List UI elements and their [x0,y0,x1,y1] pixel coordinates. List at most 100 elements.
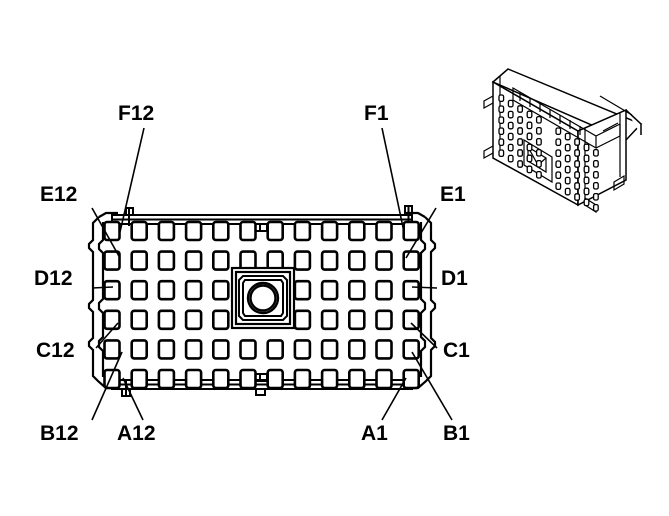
iso-cavity-0-1-3 [526,121,533,130]
iso-cavity-1-2-4 [592,170,599,179]
iso-cavity-0-4-2 [517,149,524,157]
pin-cavity-D8 [212,279,230,301]
pin-label-B12: B12 [40,422,79,445]
pin-cavity-C11 [130,309,148,331]
iso-cavity-1-1-0 [555,138,562,147]
leader-line-B12 [91,351,123,421]
iso-cavity-0-4-3 [526,154,533,163]
iso-cavity-0-0-1 [507,99,514,108]
pin-cavity-B9 [184,339,203,360]
pin-cavity-D1 [402,279,421,301]
pin-cavity-F12 [103,220,121,242]
pin-cavity-C3 [347,309,366,331]
pin-cavity-C8 [212,309,230,331]
pin-label-F1: F1 [364,102,389,125]
leader-line-D12 [91,286,114,289]
pin-cavity-F3 [347,220,366,242]
pin-cavity-D3 [347,279,366,301]
pin-cavity-F9 [184,220,203,242]
iso-cavity-1-0-1 [564,132,571,141]
pin-cavity-D9 [184,279,203,301]
iso-cavity-1-0-4 [592,148,599,157]
iso-cavity-1-4-2 [574,182,581,190]
iso-cavity-0-2-1 [507,121,514,130]
leader-line-B1 [411,351,453,421]
pin-cavity-B11 [130,339,148,360]
pin-cavity-F8 [212,220,230,242]
pin-label-A12: A12 [117,422,156,445]
leader-line-D1 [411,286,438,289]
pin-cavity-B10 [157,339,176,360]
iso-cavity-1-0-0 [555,127,562,136]
iso-cavity-0-3-1 [507,132,514,141]
pin-cavity-A4 [320,368,339,390]
iso-cavity-0-4-1 [507,143,514,152]
iso-cavity-1-0-2 [574,138,581,146]
iso-cavity-0-5-1 [507,154,514,163]
pin-label-F12: F12 [118,102,154,125]
iso-cavity-0-5-3 [526,165,533,174]
iso-cavity-1-3-4 [592,181,599,190]
iso-cavity-0-2-4 [535,137,542,146]
pin-cavity-B2 [375,339,393,360]
pin-cavity-B1 [402,339,421,360]
iso-cavity-1-5-3 [583,198,590,207]
leader-line-F12 [119,127,145,233]
pin-cavity-F11 [130,220,148,242]
housing-outline [87,211,437,390]
pin-cavity-D12 [103,279,121,301]
pin-cavity-C9 [184,309,203,331]
pin-cavity-B8 [212,339,230,360]
iso-cavity-1-4-4 [592,192,599,201]
pin-cavity-E8 [212,250,230,271]
pin-cavity-D5 [293,279,312,301]
pin-cavity-E5 [293,250,312,271]
iso-cavity-1-5-0 [555,182,562,191]
pin-cavity-A6 [266,368,285,390]
iso-cavity-0-3-2 [517,138,524,146]
pin-cavity-E9 [184,250,203,271]
pin-cavity-D2 [375,279,393,301]
leader-line-A12 [122,377,144,421]
iso-cavity-1-1-2 [574,149,581,157]
pin-label-A1: A1 [361,422,388,445]
pin-cavity-E1 [402,250,421,271]
iso-cavity-0-5-0 [498,149,505,158]
leader-line-C12 [95,322,119,349]
leader-line-C1 [410,322,438,349]
pin-cavity-D10 [157,279,176,301]
iso-cavity-0-2-2 [517,127,524,135]
pin-cavity-B5 [293,339,312,360]
iso-cavity-1-3-3 [583,176,590,185]
pin-cavity-D11 [130,279,148,301]
pin-cavity-F7 [239,220,257,242]
iso-cavity-0-0-2 [517,105,524,113]
pin-cavity-A8 [212,368,230,390]
iso-cavity-1-4-3 [583,187,590,196]
iso-cavity-0-1-0 [498,105,505,114]
pin-cavity-B7 [239,339,257,360]
iso-cavity-1-5-4 [592,203,599,212]
iso-cavity-1-1-3 [583,154,590,163]
iso-cavity-1-1-4 [592,159,599,168]
pin-cavity-F2 [375,220,393,242]
leader-line-E12 [91,207,121,259]
pin-cavity-E11 [130,250,148,271]
iso-cavity-0-5-4 [535,170,542,179]
iso-cavity-0-0-4 [535,115,542,124]
iso-cavity-0-5-2 [517,160,524,168]
iso-cavity-1-5-1 [564,187,571,196]
iso-cavity-1-2-3 [583,165,590,174]
pin-cavity-B6 [266,339,285,360]
iso-cavity-1-0-3 [583,143,590,152]
pin-cavity-A7 [239,368,257,390]
pin-cavity-E7 [239,250,257,271]
pin-cavity-A2 [375,368,393,390]
pin-cavity-E4 [320,250,339,271]
lower-retainer-rail [111,373,413,397]
pin-cavity-F1 [402,220,421,242]
iso-cavity-1-3-0 [555,160,562,169]
